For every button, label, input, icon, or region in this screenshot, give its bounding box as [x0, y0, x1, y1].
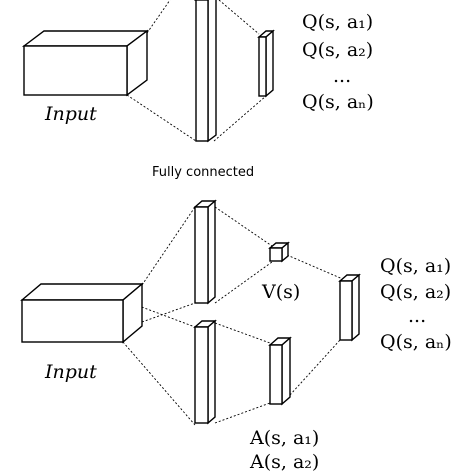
- top-input-block: [21, 29, 150, 97]
- bottom-connection-line: [289, 339, 341, 396]
- top-q-output-2: Q(s, a₂): [302, 39, 373, 61]
- bottom-input-block: [20, 282, 144, 344]
- bottom-q-output-n: Q(s, aₙ): [380, 331, 452, 353]
- bottom-q-output-1: Q(s, a₁): [380, 255, 451, 277]
- top-output-layer: [257, 29, 275, 98]
- bottom-connection-line: [286, 254, 346, 281]
- bottom-connection-line: [214, 322, 271, 344]
- bottom-connection-line: [214, 402, 271, 424]
- bottom-connection-line: [122, 341, 196, 426]
- top-connection-line: [126, 94, 197, 142]
- bottom-input-label: Input: [44, 361, 97, 383]
- bottom-connection-line: [141, 302, 196, 323]
- bottom-network: Input V(s) Q(s, a₁) Q(s, a₂) ... Q(s, aₙ…: [20, 199, 452, 473]
- top-connection-line: [213, 95, 267, 142]
- top-q-output-ellipsis: ...: [333, 65, 351, 87]
- advantage-label-1: A(s, a₁): [249, 427, 319, 449]
- advantage-output-layer: [268, 336, 292, 406]
- top-q-output-1: Q(s, a₁): [302, 11, 373, 33]
- bottom-connection-line: [214, 206, 273, 247]
- advantage-stream-layer: [193, 319, 217, 425]
- advantage-label-2: A(s, a₂): [249, 451, 319, 473]
- bottom-connection-line: [141, 206, 196, 286]
- value-output-node: [268, 241, 290, 263]
- fully-connected-caption: Fully connected: [152, 165, 254, 180]
- top-network: Input Q(s, a₁) Q(s, a₂) ... Q(s, aₙ): [21, 0, 374, 143]
- bottom-q-output-ellipsis: ...: [408, 305, 426, 327]
- value-label: V(s): [261, 281, 300, 303]
- bottom-q-output-2: Q(s, a₂): [380, 281, 451, 303]
- top-hidden-layer: [193, 0, 217, 143]
- top-q-output-n: Q(s, aₙ): [302, 91, 374, 113]
- top-connection-line: [218, 0, 260, 35]
- value-stream-layer: [193, 199, 217, 305]
- q-output-layer: [338, 273, 361, 342]
- top-input-label: Input: [44, 103, 97, 125]
